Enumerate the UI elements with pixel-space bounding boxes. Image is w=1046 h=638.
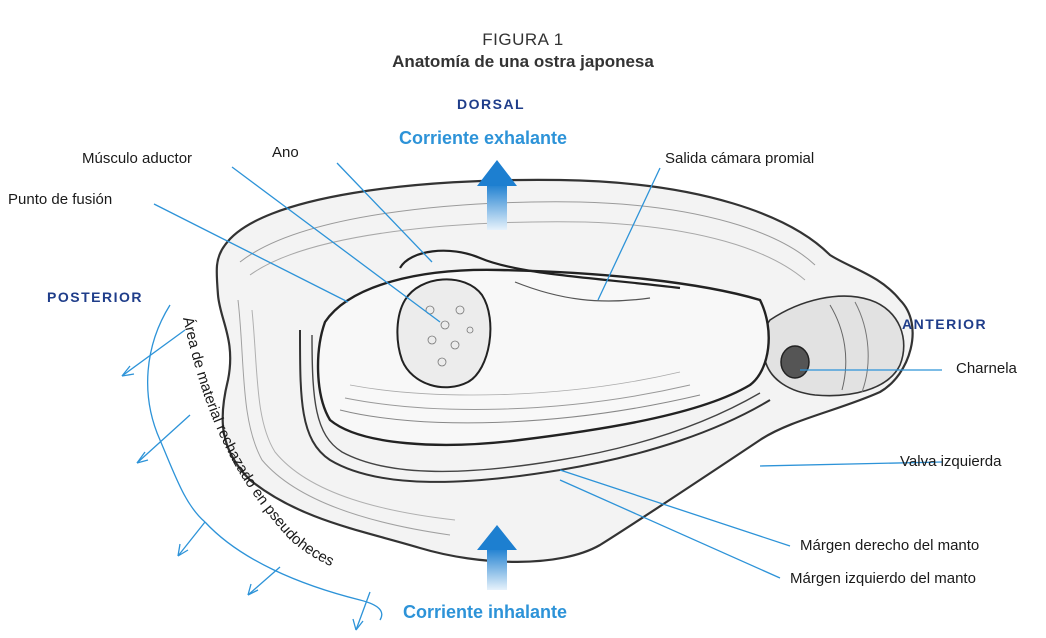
direction-posterior: POSTERIOR — [47, 289, 143, 305]
exhalant-arrow-head — [477, 160, 517, 186]
hinge-ligament — [781, 346, 809, 378]
label-promial-chamber-exit: Salida cámara promial — [665, 150, 814, 167]
label-hinge: Charnela — [956, 360, 1017, 377]
direction-dorsal: DORSAL — [457, 96, 525, 112]
label-adductor-muscle: Músculo aductor — [82, 150, 192, 167]
label-left-valve: Valva izquierda — [900, 453, 1001, 470]
direction-anterior: ANTERIOR — [902, 316, 987, 332]
label-anus: Ano — [272, 144, 299, 161]
exhalant-current-label: Corriente exhalante — [399, 128, 567, 149]
inhalant-current-label: Corriente inhalante — [403, 602, 567, 623]
label-fusion-point: Punto de fusión — [8, 191, 112, 208]
label-left-mantle-margin: Márgen izquierdo del manto — [790, 570, 976, 587]
inhalant-arrow-shaft — [487, 548, 507, 590]
exhalant-arrow-shaft — [487, 184, 507, 230]
label-right-mantle-margin: Márgen derecho del manto — [800, 537, 979, 554]
adductor-muscle — [397, 279, 490, 387]
